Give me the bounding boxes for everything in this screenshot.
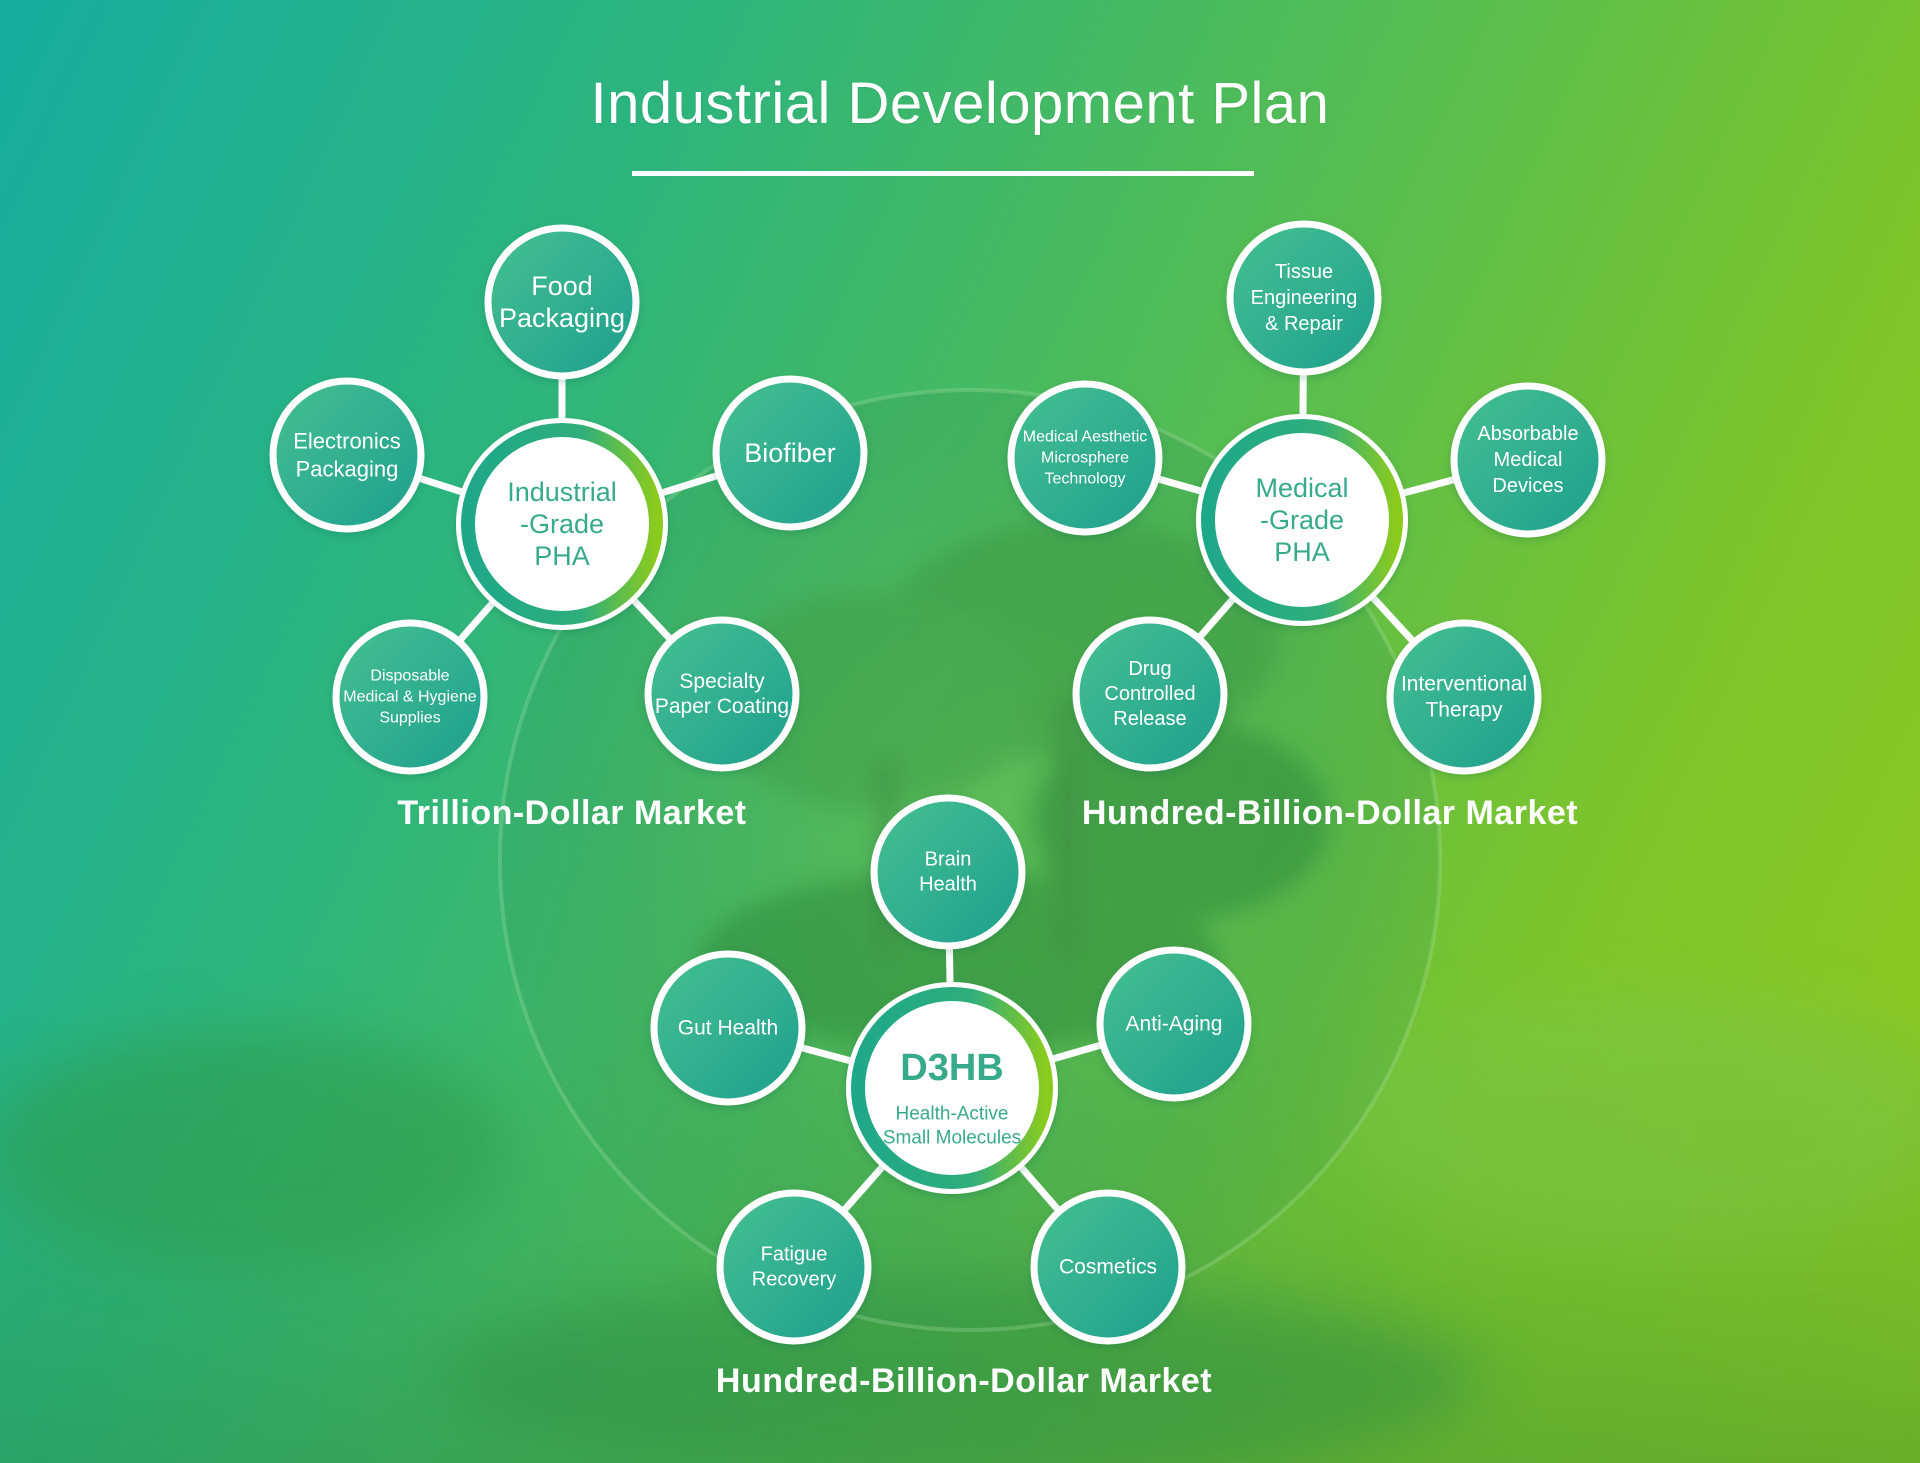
satellite-label: Biofiber xyxy=(744,438,836,468)
satellite-label: Therapy xyxy=(1425,699,1503,722)
hub-color-ring xyxy=(1201,419,1403,621)
satellite-label: Microsphere xyxy=(1041,450,1129,467)
satellite-label: Medical xyxy=(1494,449,1563,471)
hub-core xyxy=(1218,436,1386,604)
satellite-label: Absorbable xyxy=(1477,423,1578,445)
satellite-label: Recovery xyxy=(752,1269,836,1291)
satellite-circle xyxy=(1007,380,1163,536)
satellite-label: Electronics xyxy=(293,429,401,454)
satellite-node: Gut Health xyxy=(650,950,806,1106)
hub-label: -Grade xyxy=(1260,505,1344,535)
satellite-label: Fatigue xyxy=(761,1244,828,1266)
satellite-label: Drug xyxy=(1128,658,1171,680)
satellite-circle xyxy=(1096,946,1252,1102)
satellite-label: & Repair xyxy=(1265,313,1343,335)
satellite-label: Packaging xyxy=(499,303,625,333)
satellite-label: Technology xyxy=(1045,471,1126,488)
hub-core xyxy=(868,1004,1036,1172)
satellite-circle xyxy=(484,224,640,380)
satellite-label: Disposable xyxy=(370,668,449,685)
satellite-label: Gut Health xyxy=(678,1017,778,1040)
satellite-circle xyxy=(1226,220,1382,376)
satellite-label: Interventional xyxy=(1401,673,1527,696)
satellite-circle xyxy=(712,375,868,531)
satellite-circle xyxy=(650,950,806,1106)
satellite-label: Engineering xyxy=(1251,287,1358,309)
title-underline xyxy=(632,171,1254,176)
satellite-label: Medical Aesthetic xyxy=(1023,429,1148,446)
satellite-circle xyxy=(1450,382,1606,538)
hub-label: Industrial xyxy=(507,477,617,507)
satellite-label: Tissue xyxy=(1275,261,1333,283)
satellite-label: Food xyxy=(531,271,593,301)
satellite-label: Packaging xyxy=(296,457,399,482)
hub-sublabel: Health-Active xyxy=(896,1104,1009,1125)
satellite-label: Cosmetics xyxy=(1059,1256,1157,1279)
satellite-node: Anti-Aging xyxy=(1096,946,1252,1102)
market-label: Trillion-Dollar Market xyxy=(397,794,747,832)
satellite-label: Specialty xyxy=(679,670,765,693)
satellite-label: Brain xyxy=(925,849,972,871)
satellite-circle xyxy=(332,619,488,775)
satellite-circle xyxy=(1072,616,1228,772)
satellite-label: Health xyxy=(919,874,977,896)
hub-label: D3HB xyxy=(900,1047,1003,1089)
hub-sublabel: Small Molecules xyxy=(883,1128,1021,1149)
satellite-label: Release xyxy=(1113,708,1186,730)
satellite-label: Supplies xyxy=(379,710,440,727)
hub-label: PHA xyxy=(1274,537,1330,567)
hub-label: PHA xyxy=(534,541,590,571)
satellite-label: Anti-Aging xyxy=(1126,1013,1223,1036)
satellite-node: Cosmetics xyxy=(1030,1189,1186,1345)
hub-color-ring xyxy=(851,987,1053,1189)
background-foliage xyxy=(0,990,1920,1463)
satellite-label: Controlled xyxy=(1104,683,1195,705)
hub-label: -Grade xyxy=(520,509,604,539)
satellite-circle xyxy=(716,1189,872,1345)
satellite-label: Medical & Hygiene xyxy=(343,689,477,706)
satellite-circle xyxy=(1030,1189,1186,1345)
market-label: Hundred-Billion-Dollar Market xyxy=(715,1362,1213,1400)
satellite-label: Devices xyxy=(1492,475,1563,497)
hub-color-ring xyxy=(461,423,663,625)
satellite-node: Biofiber xyxy=(712,375,868,531)
satellite-circle xyxy=(269,377,425,533)
page-title: Industrial Development Plan xyxy=(590,71,1330,136)
satellite-circle xyxy=(870,794,1026,950)
satellite-circle xyxy=(1386,619,1542,775)
hub-label: Medical xyxy=(1255,473,1348,503)
satellite-circle xyxy=(644,616,800,772)
satellite-label: Paper Coating xyxy=(655,695,789,718)
market-label: Hundred-Billion-Dollar Market xyxy=(1081,794,1579,832)
hub-core xyxy=(478,440,646,608)
